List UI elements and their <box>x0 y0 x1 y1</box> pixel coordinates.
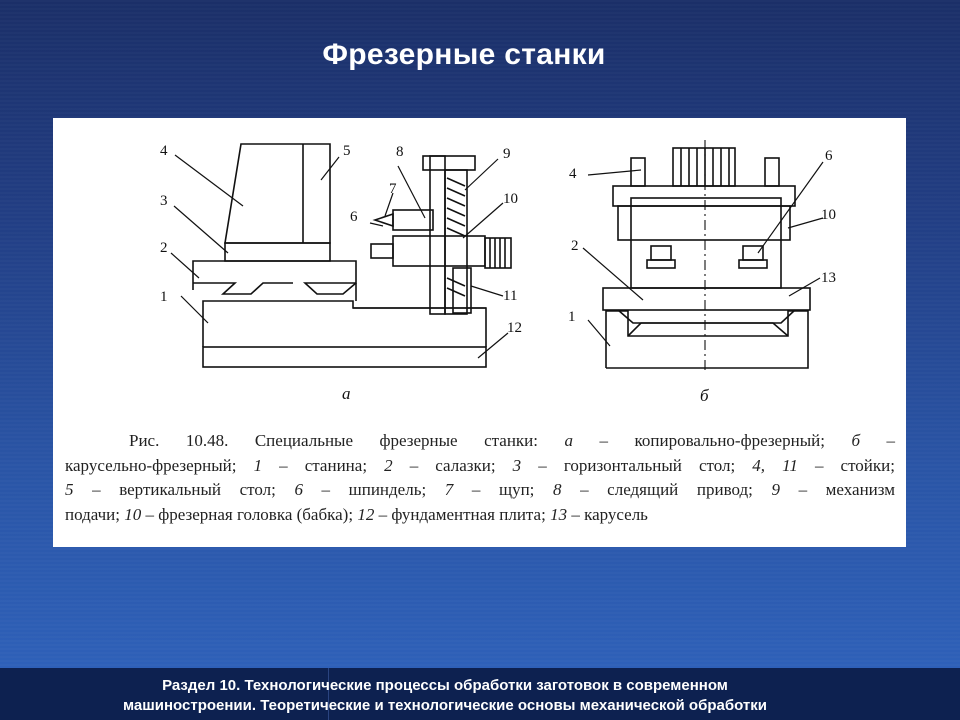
stand-a <box>224 143 331 244</box>
milling-head-a <box>392 235 486 267</box>
leaders-b <box>582 161 824 347</box>
column-b <box>630 197 782 289</box>
tracer-body-a <box>392 209 434 231</box>
spindle-left-b <box>650 245 672 261</box>
label-b-2: 2 <box>571 238 579 254</box>
label-a-6: 6 <box>350 209 358 225</box>
caption-line-1: Рис. 10.48. Специальные фрезерные станки… <box>129 431 895 450</box>
horizontal-table-a <box>224 242 331 262</box>
leaders-a <box>170 154 509 359</box>
top-plate-b <box>612 185 796 207</box>
carousel-b <box>602 287 811 311</box>
slide-title: Фрезерные станки <box>322 38 606 71</box>
footer-text: Раздел 10. Технологические процессы обра… <box>0 676 890 716</box>
caption-line-4: подачи; 10 – фрезерная головка (бабка); … <box>65 504 648 524</box>
label-a-1: 1 <box>160 289 168 305</box>
footer-divider <box>328 668 329 720</box>
label-a-5: 5 <box>343 143 351 159</box>
slide-footer: Раздел 10. Технологические процессы обра… <box>0 668 960 720</box>
motor-b <box>672 147 736 187</box>
label-b-4: 4 <box>569 166 577 182</box>
bed-b <box>605 310 809 369</box>
label-a-12: 12 <box>507 320 522 336</box>
label-a-4: 4 <box>160 143 168 159</box>
diagram-b <box>602 140 811 373</box>
caption-line-3: 5 – вертикальный стол; 6 – шпиндель; 7 –… <box>65 480 895 499</box>
figure-caption: Рис. 10.48. Специальные фрезерные станки… <box>65 429 895 527</box>
label-b-13: 13 <box>821 270 836 286</box>
footer-line-1: Раздел 10. Технологические процессы обра… <box>162 677 728 694</box>
sublabel-a: а <box>342 384 351 403</box>
head-bracket-a <box>452 267 472 314</box>
caption-line-2: карусельно-фрезерный; 1 – станина; 2 – с… <box>65 455 895 475</box>
label-a-2: 2 <box>160 240 168 256</box>
figure-panel: 1 2 3 4 5 6 7 8 9 10 11 12 1 2 4 6 10 13… <box>53 118 906 547</box>
spindle-nose-a <box>370 243 394 259</box>
label-b-6: 6 <box>825 148 833 164</box>
label-b-1: 1 <box>568 309 576 325</box>
label-a-11: 11 <box>503 288 517 304</box>
slide-a <box>192 260 357 295</box>
spindle-right-b <box>742 245 764 261</box>
label-a-3: 3 <box>160 193 168 209</box>
label-a-10: 10 <box>503 191 518 207</box>
drive-motor-a <box>484 237 512 269</box>
column-a <box>429 155 446 315</box>
footer-line-2: машиностроении. Теоретические и технолог… <box>123 697 767 714</box>
diagram-a <box>192 143 512 368</box>
label-a-9: 9 <box>503 146 511 162</box>
milling-head-b <box>617 205 791 241</box>
feeler-tip-a <box>372 212 394 228</box>
label-a-8: 8 <box>396 144 404 160</box>
label-a-7: 7 <box>389 181 397 197</box>
foundation-plate-a <box>202 346 487 368</box>
milling-machines-diagram: 1 2 3 4 5 6 7 8 9 10 11 12 1 2 4 6 10 13… <box>160 140 836 405</box>
column-cap-a <box>422 155 476 171</box>
sublabel-b: б <box>700 386 709 405</box>
label-b-10: 10 <box>821 207 836 223</box>
